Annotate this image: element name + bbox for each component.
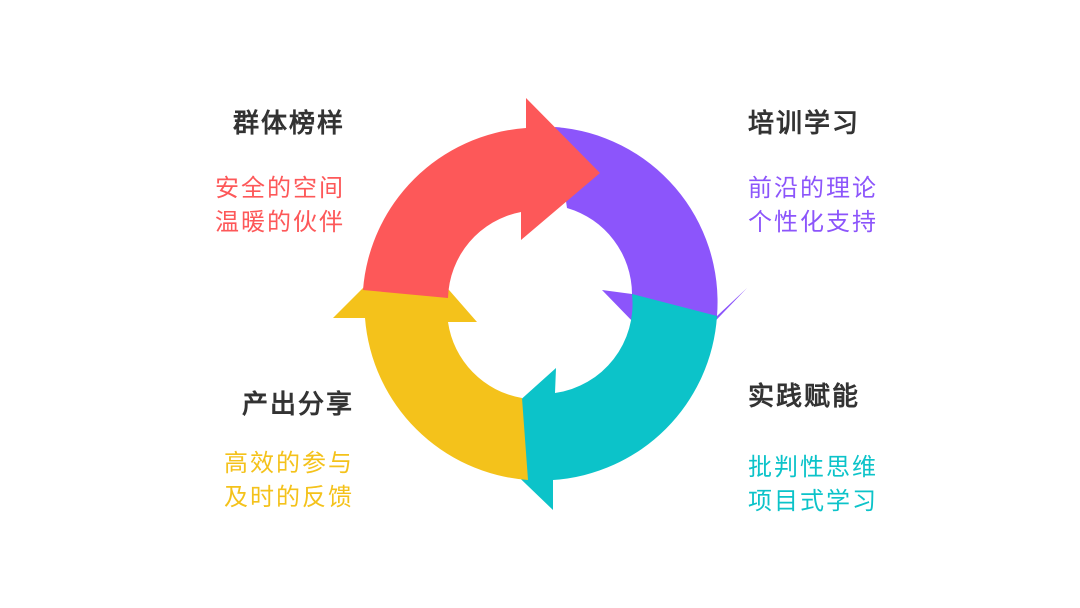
stage-line: 项目式学习 xyxy=(748,487,878,515)
stage-line: 高效的参与 xyxy=(224,449,354,477)
arrow-purple xyxy=(555,127,747,364)
stage-line: 前沿的理论 xyxy=(748,174,878,202)
stage-line: 个性化支持 xyxy=(748,208,878,236)
stage-title: 产出分享 xyxy=(241,390,354,420)
stage-line: 批判性思维 xyxy=(748,453,878,481)
stage-title: 培训学习 xyxy=(748,109,861,139)
stage-bottom-right: 实践赋能 批判性思维 项目式学习 xyxy=(748,384,878,518)
stage-line: 温暖的伙伴 xyxy=(215,208,345,236)
stage-title: 群体榜样 xyxy=(232,109,345,139)
stage-line: 及时的反馈 xyxy=(224,483,354,511)
stage-line: 安全的空间 xyxy=(215,174,345,202)
arrow-yellow xyxy=(333,243,528,480)
stage-top-left: 群体榜样 安全的空间 温暖的伙伴 xyxy=(215,111,345,239)
stage-bottom-left: 产出分享 高效的参与 及时的反馈 xyxy=(224,392,354,514)
arrow-teal xyxy=(478,294,717,510)
stage-top-right: 培训学习 前沿的理论 个性化支持 xyxy=(748,111,878,239)
arrow-red xyxy=(363,98,600,298)
stage-title: 实践赋能 xyxy=(748,382,861,412)
